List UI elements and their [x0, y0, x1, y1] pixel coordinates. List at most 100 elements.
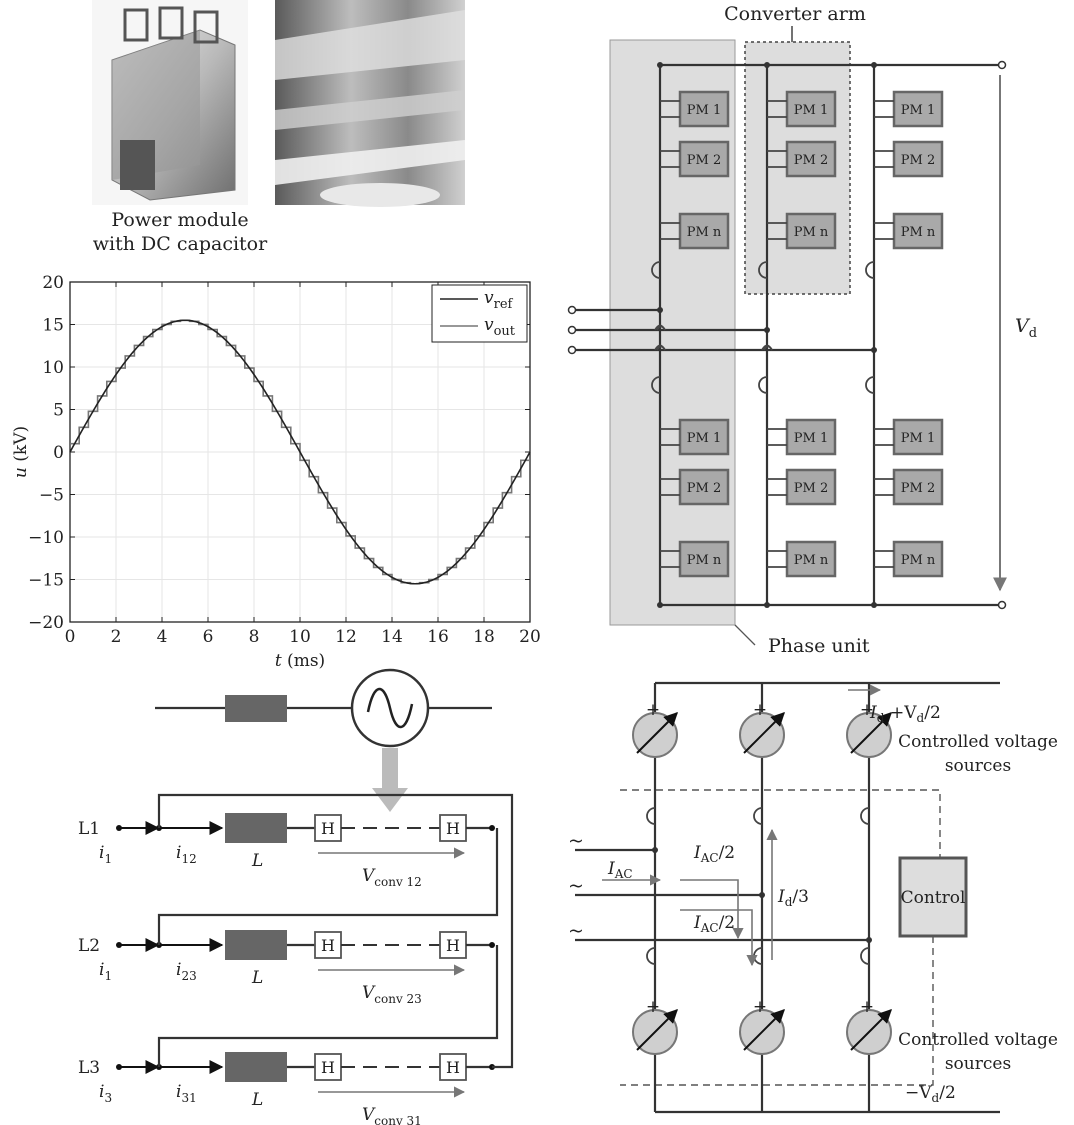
chart-x-tick-label: 10 [289, 627, 311, 647]
power-module-label: PM n [901, 225, 936, 240]
power-module: PM 2 [892, 468, 944, 506]
power-module: PM n [678, 540, 730, 578]
iac-half-arrow-down-2 [680, 909, 758, 967]
chart-x-tick-label: 14 [381, 627, 403, 647]
polarity-plus: + [860, 700, 874, 720]
power-module: PM n [892, 212, 944, 250]
chain-inductor [225, 813, 287, 843]
controlled-voltage-source-icon: + [739, 700, 785, 758]
polarity-plus: + [646, 997, 660, 1017]
h-bridge-cell: H [314, 1053, 342, 1081]
power-module: PM 1 [678, 90, 730, 128]
h-bridge-label: H [321, 1058, 335, 1077]
power-module: PM 2 [785, 468, 837, 506]
iac-half-top-label: IAC/2 [693, 843, 735, 865]
arm-current-label: i23 [176, 960, 197, 983]
voltage-label: Vconv 12 [362, 866, 422, 889]
inductance-label: L [251, 1090, 263, 1110]
chart-x-tick-label: 8 [249, 627, 260, 647]
phase-column: PM 1PM 2PM nPM 1PM 2PM n [758, 62, 837, 608]
h-bridge-cell: H [314, 814, 342, 842]
power-module: PM n [892, 540, 944, 578]
power-module-label: PM 2 [901, 153, 935, 168]
power-module-label: PM 2 [687, 153, 721, 168]
chart-x-tick-label: 16 [427, 627, 449, 647]
chart-x-tick-label: 2 [111, 627, 122, 647]
chain-inductor [225, 930, 287, 960]
power-module-label: PM n [794, 225, 829, 240]
h-bridge-cell: H [314, 931, 342, 959]
controlled-voltage-source-icon: + [632, 997, 678, 1055]
valve-hall-photo [275, 0, 465, 207]
chain-line-label: L2 [78, 936, 100, 956]
power-module-label: PM 2 [687, 481, 721, 496]
power-module: PM 2 [785, 140, 837, 178]
chart-y-tick-label: 10 [42, 358, 64, 378]
power-module: PM 1 [678, 418, 730, 456]
arm-current-label: i12 [176, 843, 197, 866]
power-module-label: PM n [794, 553, 829, 568]
chart-y-tick-label: 5 [53, 401, 64, 421]
chart-x-tick-label: 12 [335, 627, 357, 647]
photo-caption-line2: with DC capacitor [93, 233, 268, 255]
power-module-label: PM 2 [901, 481, 935, 496]
polarity-plus: + [860, 997, 874, 1017]
arm-inductor-icon [651, 376, 661, 394]
power-module: PM 1 [785, 90, 837, 128]
power-module-label: PM 1 [687, 431, 721, 446]
chart-y-tick-label: 20 [42, 273, 64, 293]
cvs-bottom-line1: Controlled voltage [898, 1030, 1058, 1050]
control-signal-dashes [620, 789, 941, 1086]
input-current-label: i1 [99, 960, 112, 983]
legend-ref-label: vref [484, 288, 514, 312]
power-module: PM 1 [892, 418, 944, 456]
id-label: Id [869, 703, 885, 725]
chart-x-tick-label: 18 [473, 627, 495, 647]
ac-tilde: ~ [568, 920, 584, 942]
chain-line-label: L3 [78, 1058, 100, 1078]
power-module-label: PM 1 [794, 103, 828, 118]
chart-y-tick-label: 0 [53, 443, 64, 463]
power-module-label: PM 1 [901, 431, 935, 446]
arm-inductor-icon [860, 947, 870, 965]
control-block [898, 856, 968, 938]
arm-inductor-icon [758, 261, 768, 279]
zoom-arrow-icon [372, 788, 408, 812]
iac-half-arrow-down [680, 879, 744, 940]
power-module-label: PM 2 [794, 153, 828, 168]
cvs-top-line2: sources [945, 756, 1011, 776]
arm-inductor-icon [646, 807, 656, 825]
input-current-label: i3 [99, 1082, 112, 1105]
chart-y-tick-label: −20 [28, 613, 64, 633]
controlled-voltage-source-icon: + [632, 700, 678, 758]
ac-tilde: ~ [568, 875, 584, 897]
chart-y-tick-label: −15 [28, 571, 64, 591]
arm-current-label: i31 [176, 1082, 197, 1105]
h-bridge-label: H [446, 936, 460, 955]
mmc-topology: Converter arm PM 1PM 2PM nPM 1PM 2PM nPM… [567, 3, 1037, 657]
cvs-bottom-line2: sources [945, 1054, 1011, 1074]
ac-tilde: ~ [568, 830, 584, 852]
phase-column: PM 1PM 2PM nPM 1PM 2PM n [865, 62, 944, 608]
chart-y-tick-label: 15 [42, 316, 64, 336]
polarity-plus: + [753, 997, 767, 1017]
h-bridge-cell: H [439, 1053, 467, 1081]
controlled-voltage-source-icon: + [846, 700, 892, 758]
arm-inductor-icon [753, 807, 763, 825]
chart-x-tick-label: 4 [157, 627, 168, 647]
chart-x-tick-label: 20 [519, 627, 541, 647]
iac-half-bottom-label: IAC/2 [693, 913, 735, 935]
polarity-plus: + [646, 700, 660, 720]
arm-inductor-icon [753, 947, 763, 965]
mmc-columns: PM 1 PM 2 PM n PM 1 PM 2 PM n PM 1 PM 2 PM n PM 1… [651, 62, 944, 608]
power-module-label: PM 2 [794, 481, 828, 496]
h-bridge-cell: H [439, 931, 467, 959]
power-module: PM n [785, 212, 837, 250]
controlled-voltage-source-icon: + [739, 997, 785, 1055]
power-module: PM 2 [678, 468, 730, 506]
phase-unit-highlight [609, 39, 736, 626]
